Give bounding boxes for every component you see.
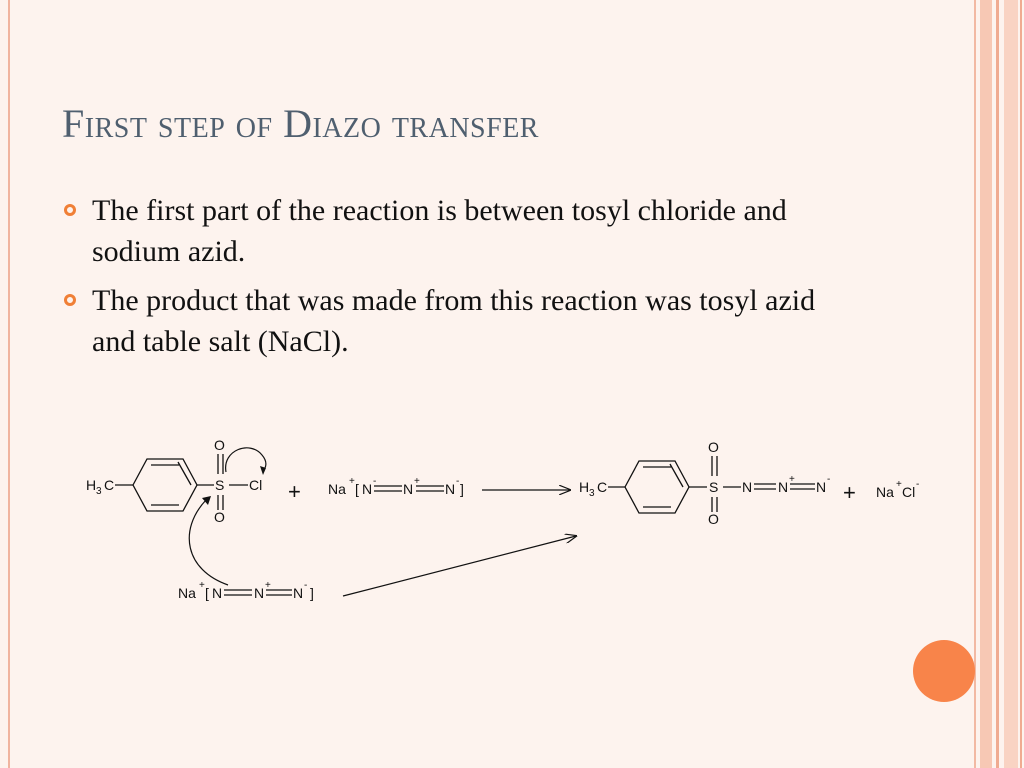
tosyl-chloride-structure: H 3 C S O O Cl	[86, 437, 267, 525]
methyl-c-label: C	[104, 477, 114, 493]
salt-sodium-label: Na	[876, 484, 894, 500]
nitrogen-2-label: N	[403, 481, 413, 497]
product-plus-sign: +	[843, 480, 856, 505]
sodium-label: Na	[328, 481, 346, 497]
methyl-h-label: H	[86, 477, 96, 493]
nucleophile-azide-structure: Na + [ N N + N - ]	[178, 580, 314, 601]
lower-bracket-open: [	[205, 585, 209, 601]
product-nitrogen-3-label: N	[816, 479, 826, 495]
product-oxygen-bottom-label: O	[708, 511, 719, 527]
lower-bracket-close: ]	[310, 585, 314, 601]
bullet-item: The product that was made from this reac…	[62, 280, 852, 362]
lower-nitrogen-3-charge: -	[304, 580, 307, 591]
salt-chlorine-label: Cl	[902, 484, 915, 500]
left-border-line	[8, 0, 10, 768]
oxygen-bottom-label: O	[214, 509, 225, 525]
bullet-ring-icon	[64, 294, 76, 306]
nitrogen-2-charge: +	[414, 476, 420, 487]
salt-chlorine-charge: -	[916, 479, 919, 490]
product-oxygen-top-label: O	[708, 439, 719, 455]
lower-sodium-label: Na	[178, 585, 196, 601]
nitrogen-1-label: N	[362, 481, 372, 497]
product-nitrogen-2-charge: +	[789, 474, 795, 485]
product-methyl-c-label: C	[597, 479, 607, 495]
lower-nitrogen-1-label: N	[212, 585, 222, 601]
product-nitrogen-1-label: N	[742, 479, 752, 495]
product-arrow	[342, 536, 576, 597]
reaction-scheme: H 3 C S O O Cl + Na + [ N	[86, 437, 919, 601]
bullet-list: The first part of the reaction is betwee…	[62, 190, 852, 370]
nitrogen-3-label: N	[445, 481, 455, 497]
methyl-subscript: 3	[96, 486, 102, 497]
oxygen-top-label: O	[214, 437, 225, 453]
product-methyl-subscript: 3	[589, 488, 595, 499]
decorative-stripes	[974, 0, 1024, 768]
sulfur-label: S	[215, 477, 224, 493]
bullet-text: The first part of the reaction is betwee…	[92, 194, 787, 268]
product-methyl-h-label: H	[579, 479, 589, 495]
plus-sign: +	[288, 479, 301, 504]
nitrogen-3-charge: -	[456, 476, 459, 487]
bracket-open: [	[355, 481, 359, 497]
slide-title: First step of Diazo transfer	[62, 101, 539, 146]
chlorine-label: Cl	[249, 477, 262, 493]
lower-nitrogen-2-charge: +	[265, 580, 271, 591]
curved-arrow-attack	[188, 499, 229, 586]
product-nitrogen-3-charge: -	[827, 474, 830, 485]
sodium-azide-structure: Na + [ N - N + N - ]	[328, 476, 464, 497]
bullet-item: The first part of the reaction is betwee…	[62, 190, 852, 272]
product-benzene-ring	[624, 460, 690, 514]
bullet-ring-icon	[64, 204, 76, 216]
lower-nitrogen-2-label: N	[254, 585, 264, 601]
curved-arrow-leaving	[225, 447, 267, 473]
salt-sodium-charge: +	[896, 479, 902, 490]
sodium-chloride-structure: Na + Cl -	[876, 479, 919, 500]
bracket-close: ]	[460, 481, 464, 497]
tosyl-azide-structure: H 3 C S O O N N + N -	[579, 439, 830, 527]
lower-sodium-charge: +	[199, 580, 205, 591]
lower-nitrogen-3-label: N	[293, 585, 303, 601]
nitrogen-1-charge: -	[373, 476, 376, 487]
product-nitrogen-2-label: N	[778, 479, 788, 495]
decorative-orange-circle	[913, 640, 975, 702]
sodium-charge: +	[349, 476, 355, 487]
bullet-text: The product that was made from this reac…	[92, 284, 816, 358]
product-sulfur-label: S	[709, 479, 718, 495]
benzene-ring	[132, 458, 198, 512]
